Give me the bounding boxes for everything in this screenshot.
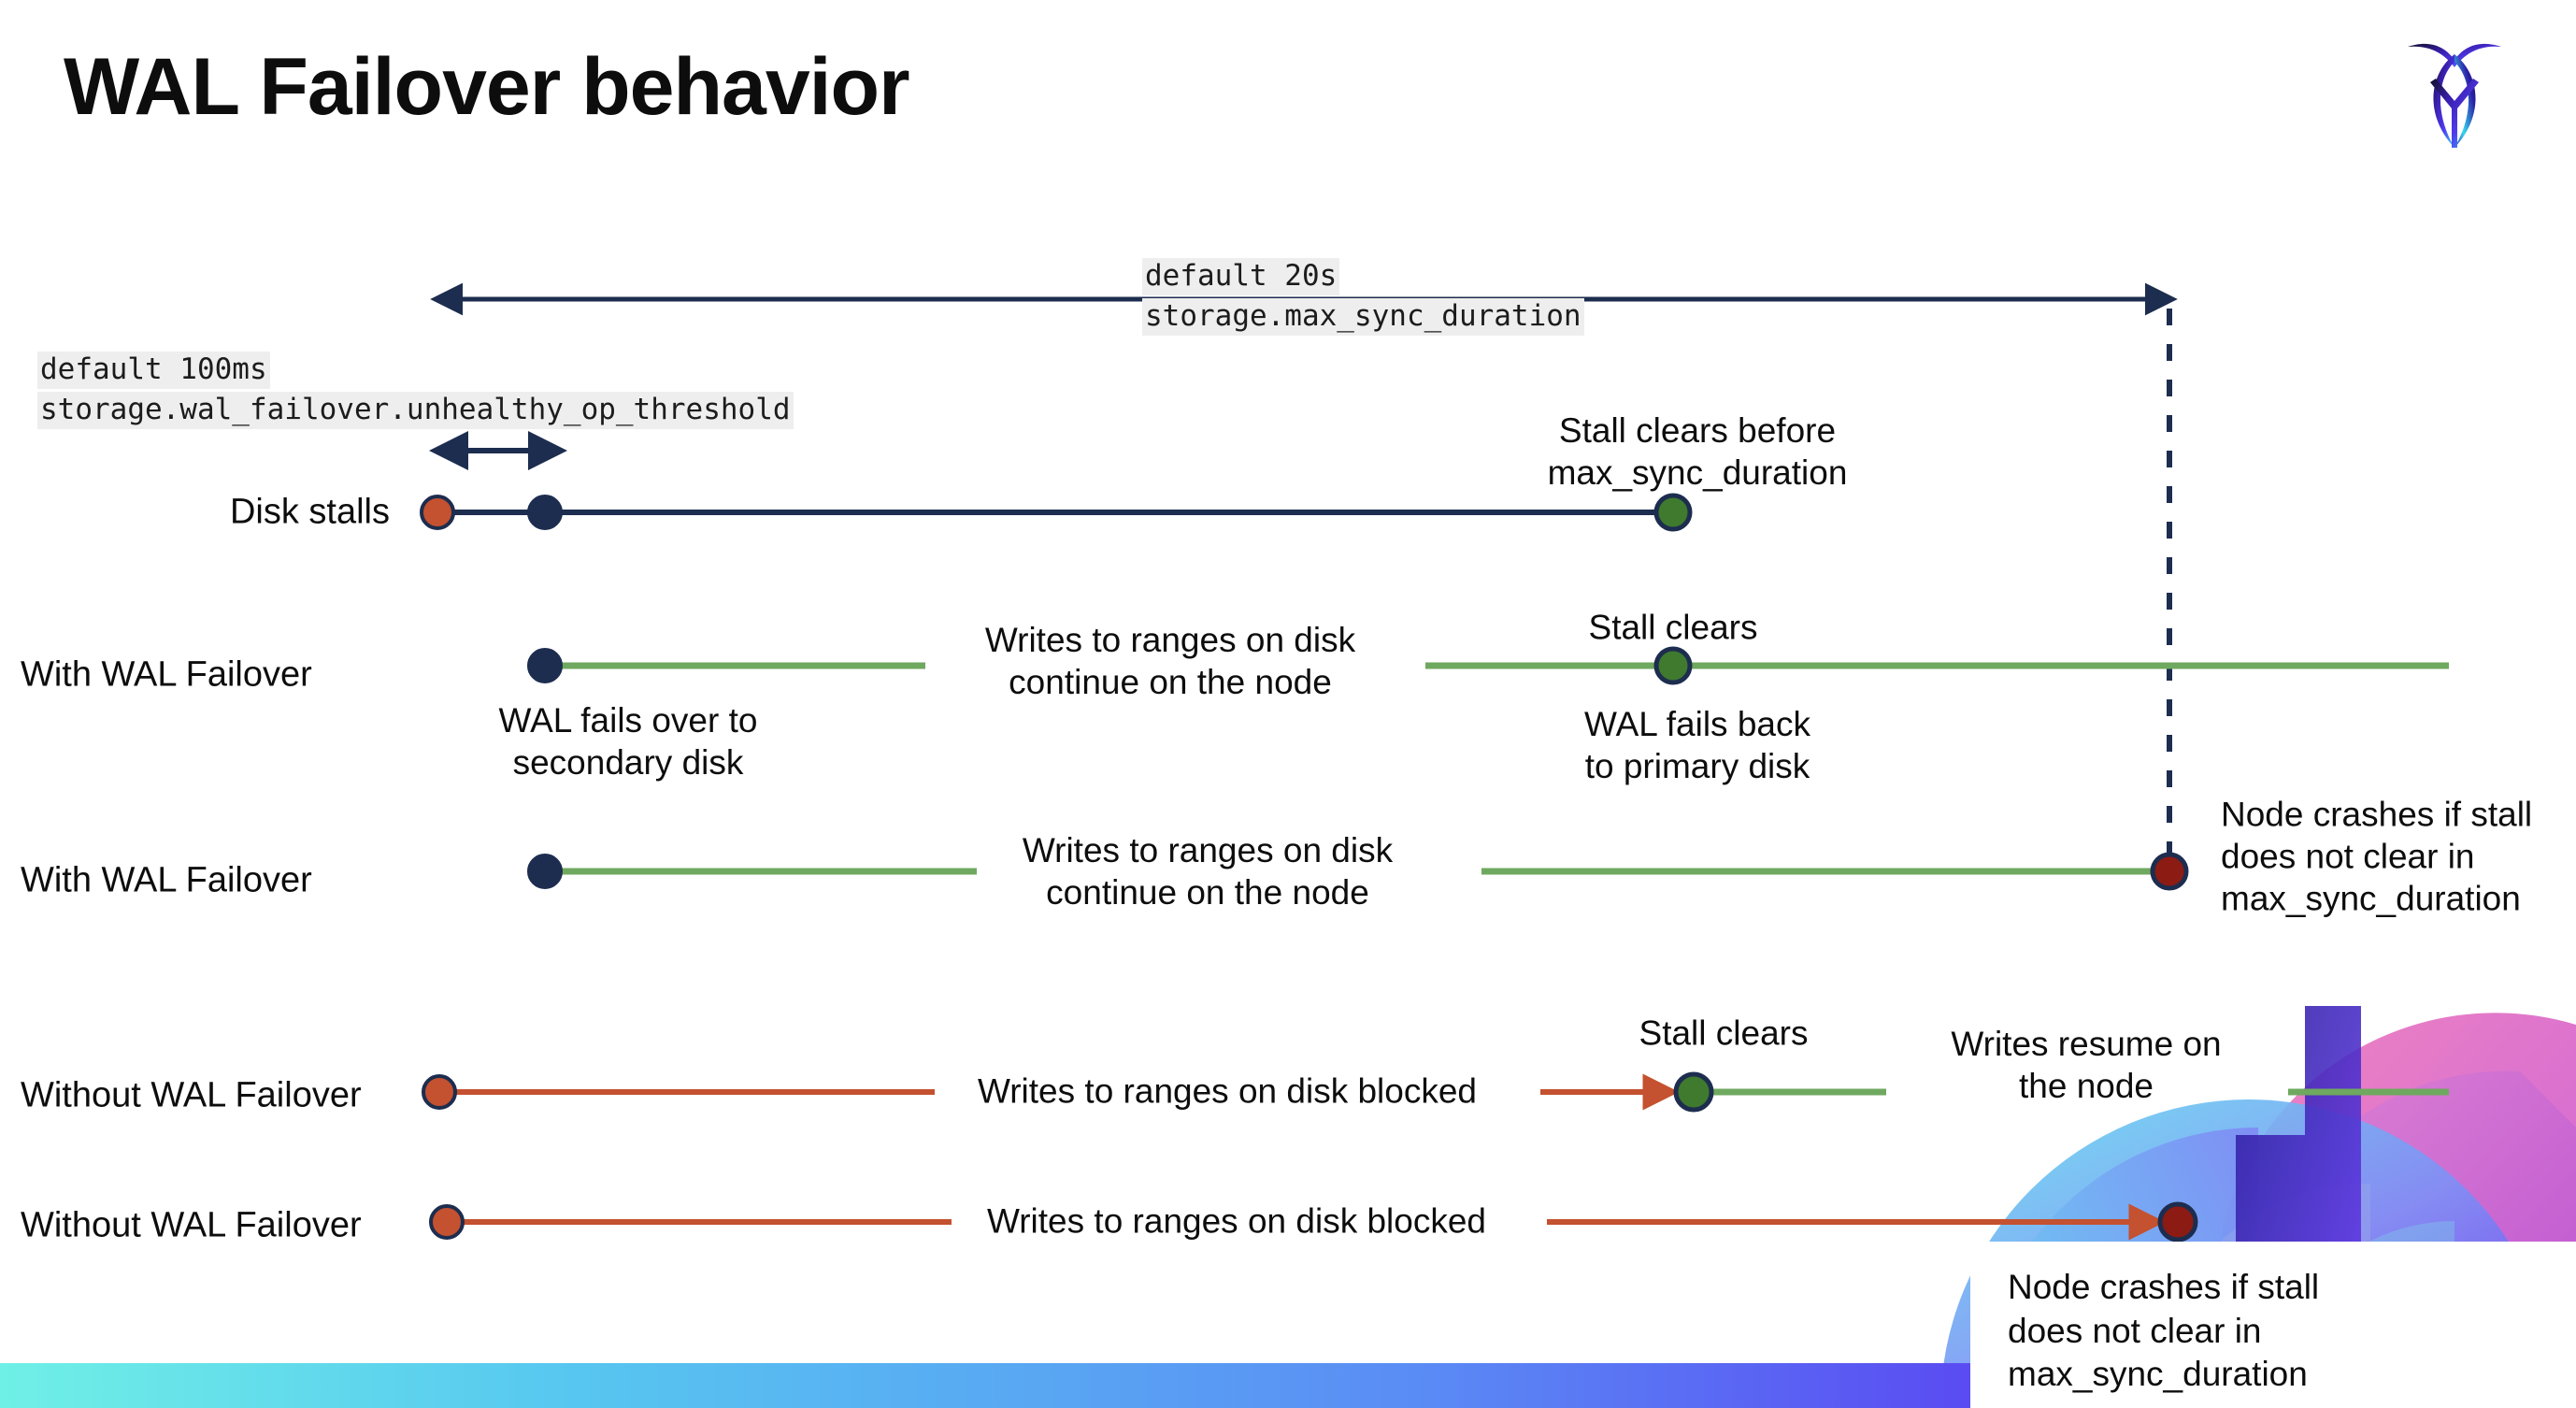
timeline-row-without-failover-crashes [429,1201,2198,1243]
annotation-writes-continue-2: Writes to ranges on disk continue on the… [1022,830,1394,912]
annotation-stall-clears-before-max-sync: Stall clears before max_sync_duration [1547,410,1848,492]
node-crash-callout: Node crashes if stall does not clear in … [1970,1242,2576,1408]
stall-start-marker [422,1074,457,1110]
stall-clear-marker [1673,1071,1714,1113]
page-title: WAL Failover behavior [64,42,910,132]
row-label-with-wal-failover-2: With WAL Failover [21,860,312,900]
unhealthy-op-threshold-setting-label: storage.wal_failover.unhealthy_op_thresh… [37,392,794,429]
row-label-with-wal-failover-1: With WAL Failover [21,654,312,695]
annotation-stall-clears-1: Stall clears [1588,608,1758,647]
row-label-without-wal-failover-2: Without WAL Failover [21,1205,362,1245]
row-label-without-wal-failover-1: Without WAL Failover [21,1075,362,1115]
max-sync-duration-setting-label: storage.max_sync_duration [1142,298,1584,336]
unhealthy-op-threshold-default-label: default 100ms [37,352,270,389]
node-crash-marker [2157,1201,2198,1243]
node-crash-marker [2150,852,2189,891]
stall-start-marker [429,1204,465,1240]
cockroachdb-logo-icon [2398,26,2511,157]
max-sync-duration-default-label: default 20s [1142,258,1340,295]
timeline-row-disk-stalls [420,493,1693,532]
failover-start-marker [527,854,563,889]
annotation-writes-resume: Writes resume on the node [1951,1024,2222,1105]
stall-clear-marker [1653,646,1693,685]
stall-start-marker [420,495,455,530]
annotation-wal-fails-over: WAL fails over to secondary disk [498,700,758,782]
row-label-disk-stalls: Disk stalls [229,492,390,532]
failover-start-marker [527,495,563,530]
timeline-row-with-failover-recovers [527,646,2449,685]
stall-clear-marker [1653,493,1693,532]
timeline-row-without-failover-recovers [422,1071,2449,1113]
annotation-writes-continue-1: Writes to ranges on disk continue on the… [984,620,1356,701]
annotation-stall-clears-2: Stall clears [1639,1013,1809,1053]
failover-start-marker [527,648,563,683]
timeline-row-with-failover-crashes [527,852,2189,891]
annotation-writes-blocked-2: Writes to ranges on disk blocked [986,1201,1487,1241]
annotation-wal-fails-back: WAL fails back to primary disk [1584,704,1810,785]
annotation-node-crashes-2: Node crashes if stall does not clear in … [2008,1268,2320,1394]
annotation-writes-blocked-1: Writes to ranges on disk blocked [977,1071,1478,1111]
annotation-node-crashes-1: Node crashes if stall does not clear in … [2221,795,2533,918]
